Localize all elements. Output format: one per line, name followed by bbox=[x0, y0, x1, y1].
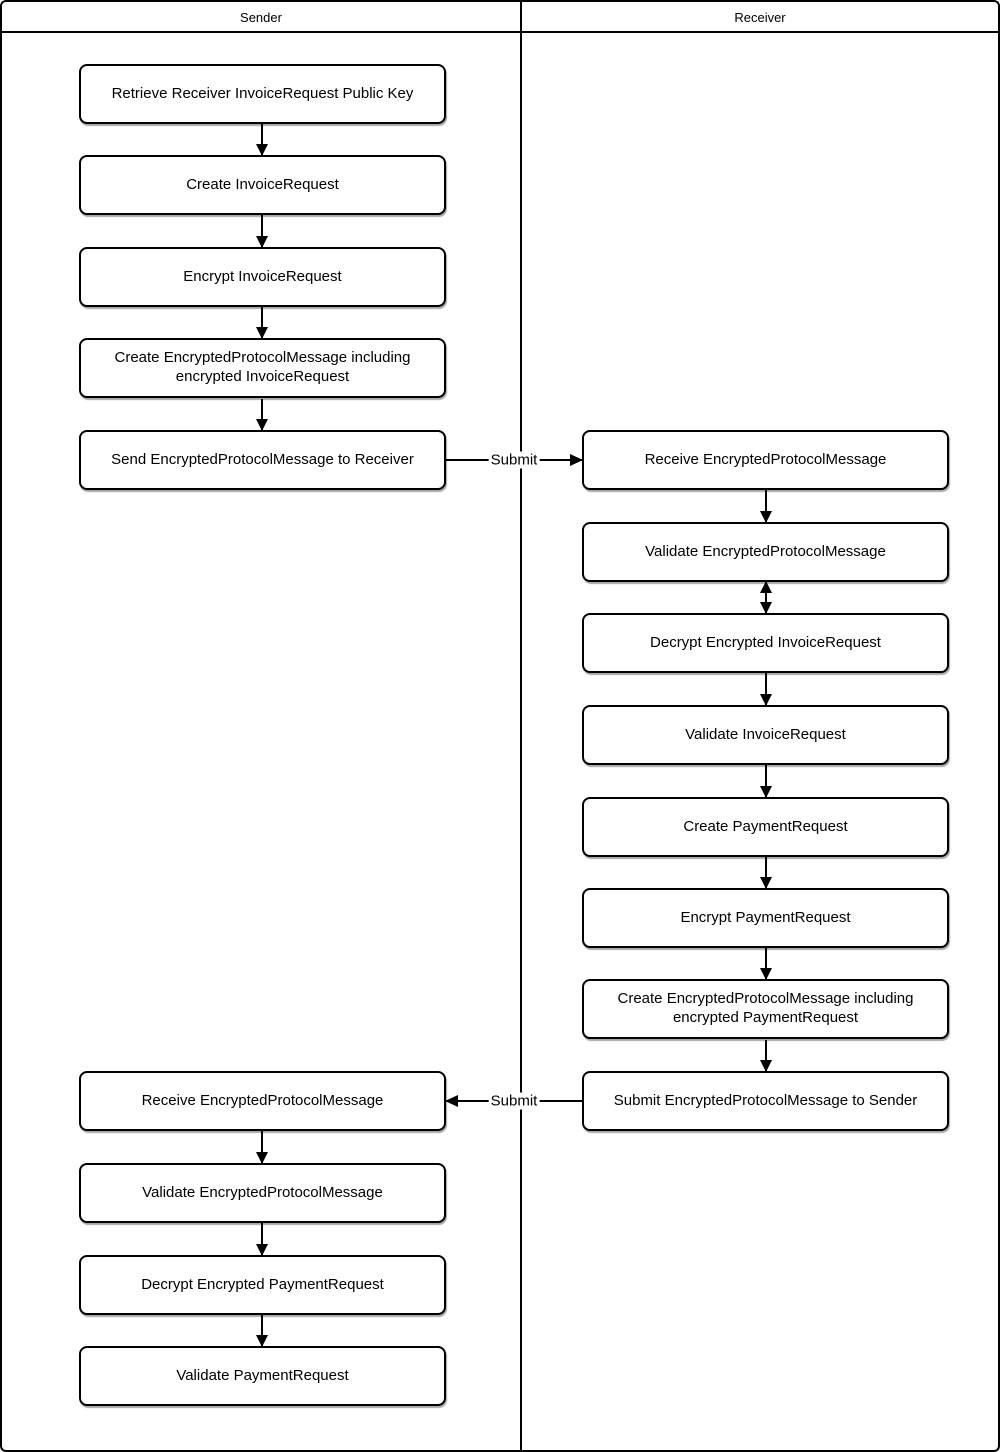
arrowhead-down-icon bbox=[256, 1152, 268, 1164]
node-create-encryptedprotocolmessage-invoicerequest: Create EncryptedProtocolMessage includin… bbox=[79, 338, 446, 398]
node-label: Validate InvoiceRequest bbox=[685, 725, 846, 743]
node-decrypt-encrypted-paymentrequest: Decrypt Encrypted PaymentRequest bbox=[79, 1255, 446, 1315]
arrowhead-up-icon bbox=[760, 581, 772, 593]
node-label: Decrypt Encrypted PaymentRequest bbox=[141, 1275, 384, 1293]
header-separator bbox=[2, 31, 998, 33]
arrowhead-left-icon bbox=[445, 1095, 458, 1107]
flow-arrow-updown bbox=[760, 581, 772, 614]
node-create-invoicerequest: Create InvoiceRequest bbox=[79, 155, 446, 215]
node-label: Encrypt InvoiceRequest bbox=[183, 267, 342, 285]
arrowhead-down-icon bbox=[256, 1335, 268, 1347]
node-label: Validate EncryptedProtocolMessage bbox=[645, 542, 886, 560]
arrowhead-down-icon bbox=[760, 1060, 772, 1072]
flow-arrow-down bbox=[256, 1315, 268, 1347]
node-receiver-validate-encryptedprotocolmessage: Validate EncryptedProtocolMessage bbox=[582, 522, 949, 582]
node-sender-receive-encryptedprotocolmessage: Receive EncryptedProtocolMessage bbox=[79, 1071, 446, 1131]
node-label: Receive EncryptedProtocolMessage bbox=[644, 450, 887, 468]
lane-header-sender: Sender bbox=[2, 2, 520, 32]
arrowhead-down-icon bbox=[760, 602, 772, 614]
lane-title-receiver: Receiver bbox=[734, 9, 786, 25]
flow-arrow-down bbox=[760, 1040, 772, 1072]
node-sender-validate-encryptedprotocolmessage: Validate EncryptedProtocolMessage bbox=[79, 1163, 446, 1223]
arrowhead-right-icon bbox=[570, 454, 583, 466]
lane-header-receiver: Receiver bbox=[522, 2, 998, 32]
node-label: Submit EncryptedProtocolMessage to Sende… bbox=[613, 1091, 918, 1109]
arrowhead-down-icon bbox=[256, 1244, 268, 1256]
arrowhead-down-icon bbox=[760, 694, 772, 706]
arrowhead-down-icon bbox=[760, 968, 772, 980]
submit-arrow-to-sender: Submit bbox=[445, 1092, 582, 1110]
lane-title-sender: Sender bbox=[240, 9, 282, 25]
arrowhead-down-icon bbox=[256, 144, 268, 156]
node-decrypt-encrypted-invoicerequest: Decrypt Encrypted InvoiceRequest bbox=[582, 613, 949, 673]
flow-arrow-down bbox=[760, 857, 772, 889]
arrowhead-down-icon bbox=[256, 236, 268, 248]
node-create-paymentrequest: Create PaymentRequest bbox=[582, 797, 949, 857]
node-label: Validate EncryptedProtocolMessage bbox=[142, 1183, 383, 1201]
node-validate-invoicerequest: Validate InvoiceRequest bbox=[582, 705, 949, 765]
node-receiver-receive-encryptedprotocolmessage: Receive EncryptedProtocolMessage bbox=[582, 430, 949, 490]
node-label: Send EncryptedProtocolMessage to Receive… bbox=[111, 450, 414, 468]
node-label: Decrypt Encrypted InvoiceRequest bbox=[650, 633, 881, 651]
arrowhead-down-icon bbox=[760, 877, 772, 889]
flow-arrow-down bbox=[256, 307, 268, 339]
arrowhead-down-icon bbox=[760, 511, 772, 523]
node-label: Create PaymentRequest bbox=[683, 817, 848, 835]
flow-arrow-down bbox=[256, 124, 268, 156]
node-send-encryptedprotocolmessage: Send EncryptedProtocolMessage to Receive… bbox=[79, 430, 446, 490]
flow-arrow-down bbox=[256, 1131, 268, 1164]
node-retrieve-public-key: Retrieve Receiver InvoiceRequest Public … bbox=[79, 64, 446, 124]
arrowhead-down-icon bbox=[256, 419, 268, 431]
submit-arrow-to-receiver: Submit bbox=[446, 451, 583, 469]
flow-arrow-down bbox=[760, 490, 772, 523]
node-label: Create InvoiceRequest bbox=[186, 175, 339, 193]
edge-label-submit: Submit bbox=[488, 451, 540, 469]
node-create-encryptedprotocolmessage-paymentrequest: Create EncryptedProtocolMessage includin… bbox=[582, 979, 949, 1039]
node-label: Validate PaymentRequest bbox=[176, 1366, 349, 1384]
node-label: Receive EncryptedProtocolMessage bbox=[141, 1091, 384, 1109]
arrowhead-down-icon bbox=[760, 786, 772, 798]
flow-arrow-down bbox=[760, 765, 772, 798]
node-encrypt-invoicerequest: Encrypt InvoiceRequest bbox=[79, 247, 446, 307]
flow-arrow-down bbox=[256, 215, 268, 248]
node-label: Create EncryptedProtocolMessage includin… bbox=[114, 349, 411, 385]
flow-arrow-down bbox=[256, 399, 268, 431]
node-label: Retrieve Receiver InvoiceRequest Public … bbox=[111, 84, 414, 102]
flow-arrow-down bbox=[760, 948, 772, 980]
arrowhead-down-icon bbox=[256, 327, 268, 339]
node-label: Encrypt PaymentRequest bbox=[680, 908, 851, 926]
node-validate-paymentrequest: Validate PaymentRequest bbox=[79, 1346, 446, 1406]
node-label: Create EncryptedProtocolMessage includin… bbox=[617, 990, 914, 1026]
node-encrypt-paymentrequest: Encrypt PaymentRequest bbox=[582, 888, 949, 948]
lane-divider bbox=[520, 2, 522, 1450]
edge-label-submit: Submit bbox=[488, 1092, 540, 1110]
flow-arrow-down bbox=[760, 673, 772, 706]
node-submit-encryptedprotocolmessage: Submit EncryptedProtocolMessage to Sende… bbox=[582, 1071, 949, 1131]
flow-arrow-down bbox=[256, 1223, 268, 1256]
